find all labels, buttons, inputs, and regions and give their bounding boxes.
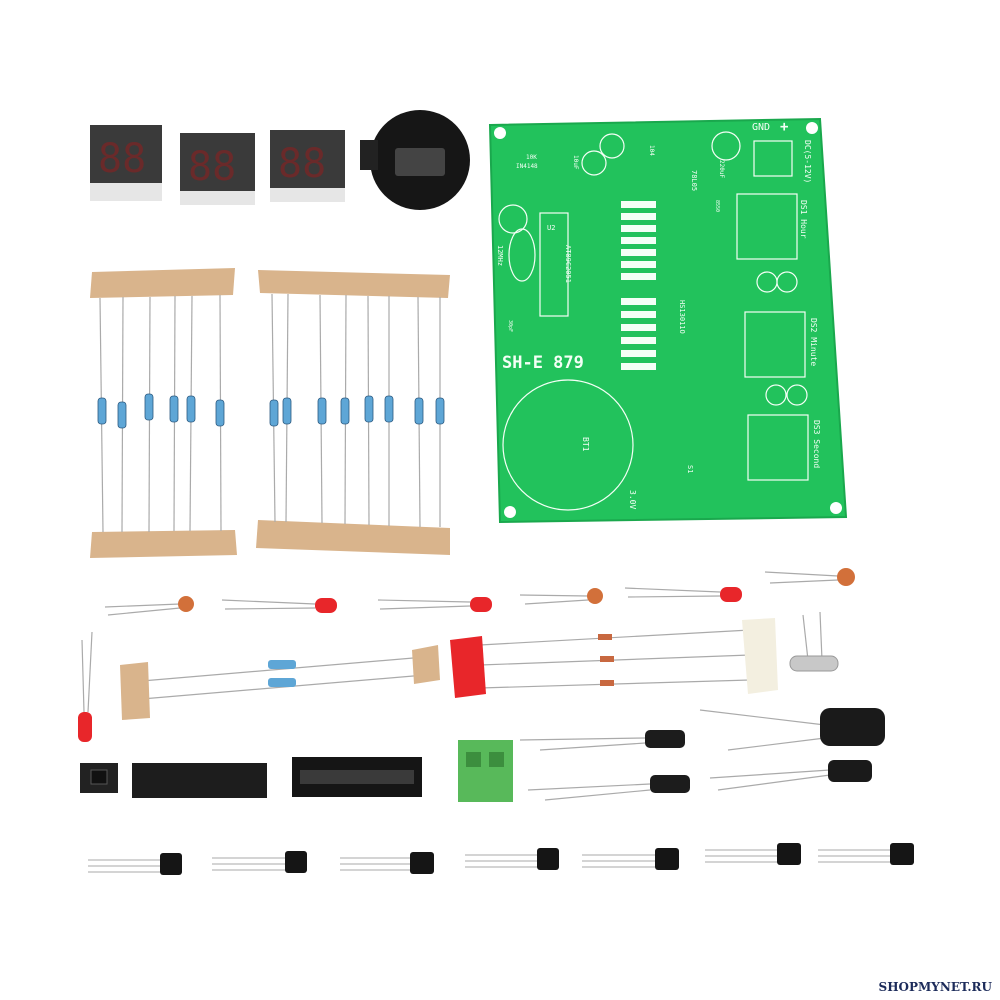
pcb-diode-label: IN4148: [516, 163, 538, 170]
crystal-oscillator: [789, 611, 839, 672]
seven-segment-display-1: 88: [90, 125, 162, 201]
seven-segment-display-2: 88: [180, 133, 255, 205]
terminal-block: [458, 740, 513, 802]
ic-socket: [292, 757, 422, 797]
pcb-ds3-label: DS3 Second: [812, 420, 821, 468]
pcb-mcu-label: AT89C2051: [564, 245, 572, 283]
pcb-ds2-label: DS2 Minute: [809, 318, 818, 366]
pcb-c4-label: 104: [648, 145, 655, 156]
pcb-plus-label: +: [780, 119, 788, 135]
resistors: [97, 393, 445, 429]
pcb-gnd-label: GND: [752, 122, 770, 133]
pcb-switch-label: S1: [686, 465, 694, 473]
electrolytic-capacitors: [519, 708, 885, 801]
svg-text:88: 88: [188, 144, 236, 190]
transistors: [88, 843, 914, 875]
pcb-transistor-label: 8550: [714, 200, 720, 212]
pcb-power-label: DC(5-12V): [803, 140, 812, 183]
pcb-crystal-label: 12MHz: [496, 245, 504, 266]
pcb-r-47k-label: 4.7K: [628, 300, 640, 306]
seven-segment-display-3: 88: [270, 130, 345, 202]
svg-text:88: 88: [278, 141, 326, 187]
pcb-display-part-label: HS13011O: [678, 300, 686, 334]
pcb-u2-label: U2: [547, 224, 555, 232]
pcb-c-10uf-label: 10uF: [572, 155, 579, 170]
resistor-footprints: [621, 201, 656, 370]
coin-battery-holder: [360, 110, 470, 210]
resistor-tape-left: [90, 268, 237, 558]
pcb-ds1-label: DS1 Hour: [799, 200, 808, 239]
pcb-regulator-label: 78L05: [690, 170, 698, 191]
taped-diodes: [450, 618, 778, 698]
pcb-c-30pf-label: 30pF: [507, 320, 513, 332]
pcb-battery-voltage-label: 3.0V: [628, 490, 637, 509]
tactile-button: [80, 763, 118, 793]
pcb-r-10k-label: 10K: [526, 154, 537, 161]
pcb-model-label: SH-E 879: [502, 353, 584, 373]
led-leads: [81, 631, 93, 713]
small-components-row: [104, 571, 839, 616]
ceramic-capacitors: [178, 568, 855, 612]
pcb-board: SH-E 879 GND + DC(5-12V) AT89C2051 U2 12…: [488, 117, 848, 524]
red-leds: [78, 587, 742, 742]
ic-chip: [132, 763, 267, 798]
svg-text:88: 88: [98, 136, 146, 182]
pcb-battery-label: BT1: [581, 437, 590, 452]
watermark: SHOPMYNET.RU: [878, 980, 992, 994]
taped-resistor-pair: [120, 645, 440, 720]
pcb-r-470-label: 470: [628, 203, 637, 209]
pcb-c1-label: 220uF: [718, 160, 725, 178]
